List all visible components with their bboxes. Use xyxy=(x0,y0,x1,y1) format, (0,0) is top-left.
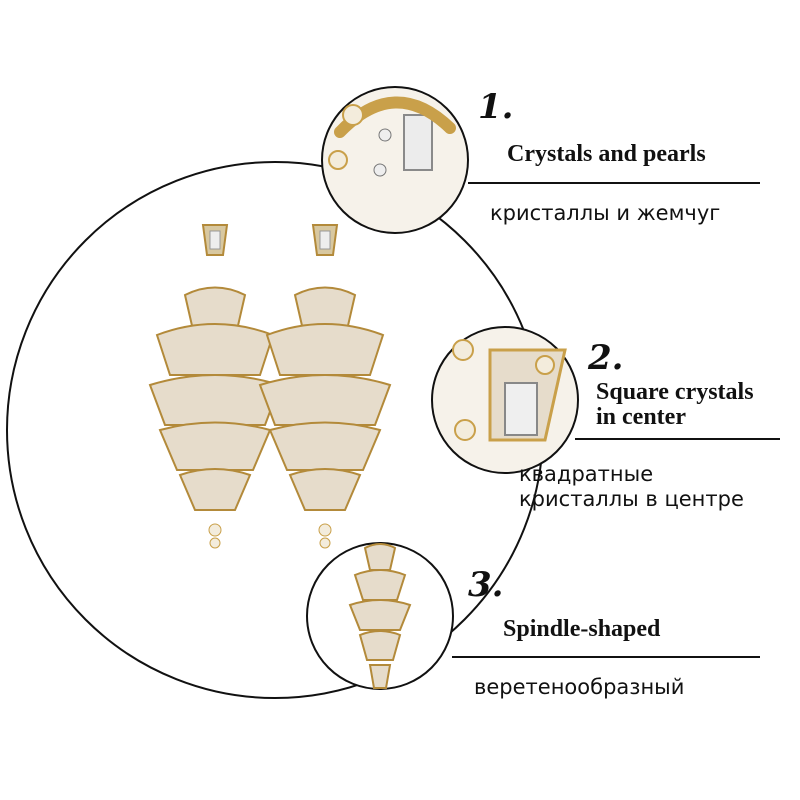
feature-1-divider xyxy=(468,182,760,184)
feature-2-title-line2: in center xyxy=(596,404,686,430)
feature-3-subtitle: веретенообразный xyxy=(474,675,685,699)
earring-right xyxy=(258,224,392,549)
feature-1-number: 1. xyxy=(478,87,514,127)
feature-2-subtitle-line1: квадратные xyxy=(519,462,654,486)
feature-3-number: 3. xyxy=(468,565,504,605)
feature-1-title: Crystals and pearls xyxy=(507,141,706,167)
zoom-circle-crystals-pearls xyxy=(321,86,469,234)
feature-2-divider xyxy=(575,438,780,440)
feature-1-subtitle: кристаллы и жемчуг xyxy=(490,201,721,225)
feature-2-number: 2. xyxy=(588,338,624,378)
feature-3-title: Spindle-shaped xyxy=(503,616,661,642)
feature-2-subtitle-line2: кристаллы в центре xyxy=(519,487,744,511)
feature-2-title-line1: Square crystals xyxy=(596,379,754,405)
zoom-circle-square-crystals xyxy=(431,326,579,474)
feature-3-divider xyxy=(452,656,760,658)
zoom-circle-spindle-shaped xyxy=(306,542,454,690)
